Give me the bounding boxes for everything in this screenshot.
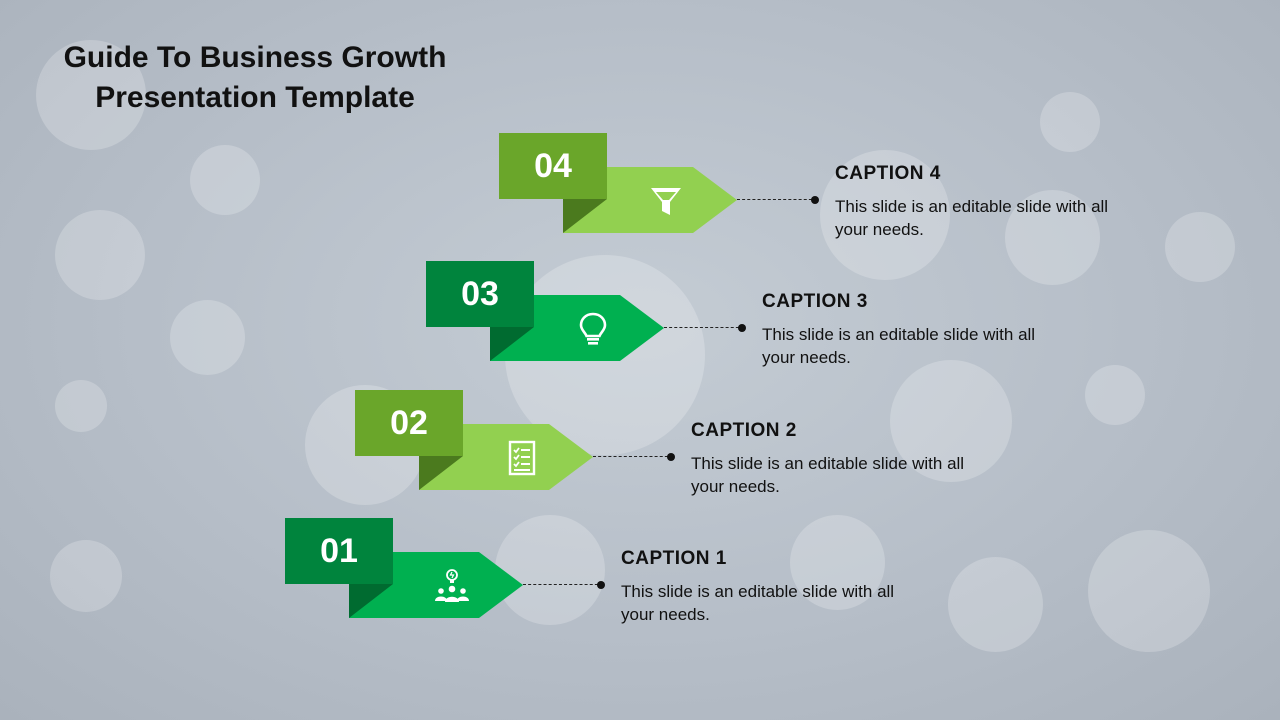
step-number: 03 <box>461 274 499 313</box>
background-circle <box>495 515 605 625</box>
step-3: 03 CAPTION 3 This slide is an editable s… <box>426 261 1035 371</box>
step-number: 02 <box>390 403 428 442</box>
funnel-icon <box>651 188 681 215</box>
connector-line <box>664 327 744 330</box>
background-circle <box>1040 92 1100 152</box>
caption-text: This slide is an editable slide with all… <box>621 582 895 624</box>
connector-dot <box>667 453 675 461</box>
caption-title: CAPTION 4 <box>835 163 941 184</box>
team-idea-icon <box>435 569 469 602</box>
background-circle <box>790 515 885 610</box>
step-4-arrow-shape <box>499 133 737 233</box>
caption-title: CAPTION 1 <box>621 548 727 569</box>
background-circle <box>948 557 1043 652</box>
step-1-arrow-shape <box>285 518 523 618</box>
slide-title-line-1: Guide To Business Growth <box>63 41 447 74</box>
caption-text: This slide is an editable slide with all… <box>691 454 965 496</box>
caption-title: CAPTION 3 <box>762 291 868 312</box>
background-circle <box>190 145 260 215</box>
connector-line <box>737 199 817 202</box>
background-circle <box>55 380 107 432</box>
background-circle <box>1165 212 1235 282</box>
connector-dot <box>811 196 819 204</box>
background-circle <box>50 540 122 612</box>
lightbulb-icon <box>579 312 607 345</box>
background-circle <box>55 210 145 300</box>
background-circle <box>36 40 146 150</box>
connector-line <box>593 456 673 459</box>
step-1: 01 CAPTION 1 This slide is an editable s… <box>285 518 894 628</box>
background-circle <box>1085 365 1145 425</box>
slide-title: Guide To Business Growth Presentation Te… <box>40 38 470 118</box>
step-2-arrow-shape <box>355 390 593 490</box>
background-circle <box>170 300 245 375</box>
step-3-arrow-shape <box>426 261 664 361</box>
connector-line <box>523 584 603 587</box>
step-2: 02 CAPTION 2 This slide is an editable s… <box>355 390 964 500</box>
background-circle <box>820 150 950 280</box>
connector-dot <box>738 324 746 332</box>
background-circle <box>1005 190 1100 285</box>
connector-dot <box>597 581 605 589</box>
step-number: 04 <box>534 146 572 185</box>
caption-text: This slide is an editable slide with all… <box>835 197 1109 239</box>
background-circle <box>1088 530 1210 652</box>
caption-title: CAPTION 2 <box>691 420 797 441</box>
checklist-icon <box>508 440 536 476</box>
background-circle <box>890 360 1012 482</box>
step-number: 01 <box>320 531 358 570</box>
step-4: 04 CAPTION 4 This slide is an editable s… <box>499 133 1108 243</box>
slide-title-line-2: Presentation Template <box>95 81 415 114</box>
caption-text: This slide is an editable slide with all… <box>762 325 1036 367</box>
